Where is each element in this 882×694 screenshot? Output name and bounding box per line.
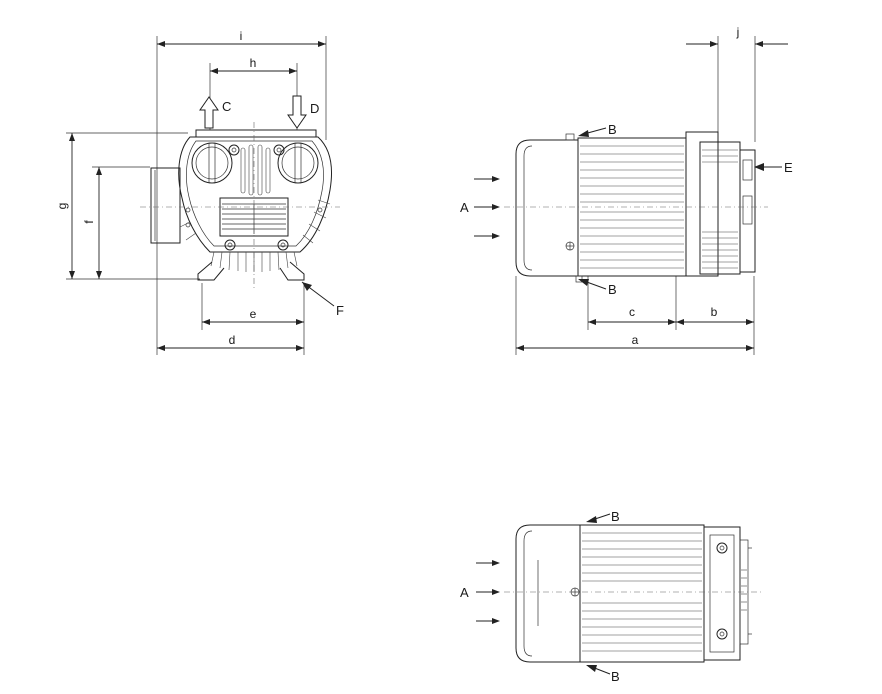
top-view: A xyxy=(460,509,764,684)
callout-f: F xyxy=(336,303,344,318)
airflow-arrows-icon xyxy=(474,176,500,239)
side-dimension-lines xyxy=(516,41,788,351)
leader-b-top-arrowhead xyxy=(578,130,589,137)
callout-a: A xyxy=(460,200,469,215)
top-stator-fins xyxy=(582,532,702,652)
stator-fins xyxy=(580,145,684,269)
dim-label-e: e xyxy=(250,307,257,321)
outlet-arrow-c-icon xyxy=(199,96,219,129)
leader-b-bottom-arrowhead xyxy=(578,279,589,286)
dim-label-f: f xyxy=(82,220,96,224)
top-leader-b-top-arrowhead xyxy=(586,516,597,523)
top-airflow-arrows-icon xyxy=(476,560,500,624)
dim-label-i: i xyxy=(240,29,243,43)
callout-d: D xyxy=(310,101,319,116)
top-callout-a: A xyxy=(460,585,469,600)
dim-label-c: c xyxy=(629,305,635,319)
dim-label-b: b xyxy=(711,305,718,319)
pump-head-fins xyxy=(702,149,738,269)
motor-top-body xyxy=(504,524,764,663)
callout-e: E xyxy=(784,160,793,175)
inlet-arrow-d-icon xyxy=(287,95,307,129)
callout-c: C xyxy=(222,99,231,114)
callout-b-bottom: B xyxy=(608,282,617,297)
top-callout-b-bottom: B xyxy=(611,669,620,684)
side-extension-lines xyxy=(515,36,756,355)
dim-label-g: g xyxy=(55,203,69,210)
leader-e-arrowhead xyxy=(754,163,764,171)
front-view: i h g f e d C D xyxy=(55,29,344,355)
motor-side-body xyxy=(504,131,768,283)
dim-label-d: d xyxy=(229,333,236,347)
side-view: j c b a A xyxy=(460,25,793,355)
front-dimension-lines xyxy=(69,41,326,351)
top-callout-b-top: B xyxy=(611,509,620,524)
dim-label-h: h xyxy=(250,56,257,70)
top-leader-b-bottom-arrowhead xyxy=(586,665,597,672)
dim-label-j: j xyxy=(736,25,740,39)
leader-f-arrowhead xyxy=(302,282,312,291)
callout-b-top: B xyxy=(608,122,617,137)
dim-label-a: a xyxy=(632,333,639,347)
front-extension-lines xyxy=(66,36,327,355)
pump-front-body xyxy=(140,122,340,290)
